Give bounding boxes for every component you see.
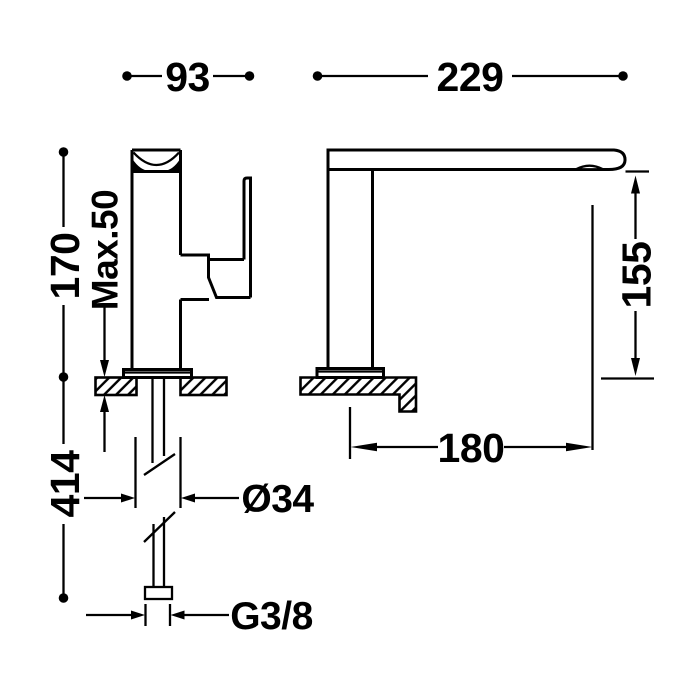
arrow-right: [131, 610, 145, 620]
side-spout-corner-left: [132, 159, 150, 171]
side-handle-lever: [242, 176, 252, 260]
arrow-left: [181, 493, 195, 503]
deck-hatch-left: [94, 376, 138, 397]
dim-dot: [312, 71, 323, 81]
side-deck-section: [94, 376, 228, 397]
arrow-left: [170, 610, 185, 620]
faucet-front-view: [299, 148, 627, 413]
dim-max-deck-thickness: Max.50: [84, 190, 125, 452]
dim-dot: [618, 71, 628, 81]
front-spout: [326, 148, 627, 172]
side-handle-grip-front: [207, 259, 251, 299]
dim-hose-length-414: 414: [42, 381, 88, 603]
dim-dot: [58, 593, 69, 603]
dim-label-170: 170: [42, 233, 88, 300]
break-mark-lower: [143, 511, 176, 543]
arrow-down: [631, 358, 640, 376]
dim-label-229: 229: [437, 54, 504, 100]
dim-label-diameter-34: Ø34: [241, 478, 314, 521]
dim-thread-g38: G3/8: [86, 595, 313, 638]
side-spout-curve: [132, 151, 180, 167]
supply-hose: [143, 377, 176, 601]
deck-hatch-right: [179, 376, 228, 397]
dim-front-width-229: 229: [312, 54, 628, 100]
dim-dot: [58, 372, 69, 382]
arrow-up: [631, 175, 640, 194]
extension-lines: [134, 437, 182, 508]
dim-dot: [122, 71, 132, 81]
dim-label-93: 93: [165, 54, 210, 100]
dim-side-depth-93: 93: [122, 54, 255, 100]
break-mark-upper: [143, 453, 176, 476]
dim-label-414: 414: [42, 450, 88, 518]
arrow-left: [350, 442, 377, 452]
hose-connector: [143, 585, 174, 601]
arrow-right: [121, 493, 135, 503]
dim-spout-height-155: 155: [601, 170, 659, 380]
dim-label-max50: Max.50: [84, 190, 125, 310]
arrow-down: [100, 360, 109, 377]
dim-base-diameter-34: Ø34: [84, 437, 315, 521]
dim-label-thread-g38: G3/8: [230, 595, 313, 638]
tick-lines: [144, 604, 172, 626]
side-spout-corner-right: [163, 159, 180, 171]
dim-dot: [244, 71, 255, 81]
front-base-plate: [315, 367, 385, 379]
dim-label-155: 155: [613, 242, 659, 309]
dim-dot: [58, 147, 69, 157]
arrow-up: [100, 395, 109, 412]
faucet-side-view: [94, 148, 252, 601]
front-deck-section: [299, 376, 418, 413]
dim-spout-reach-180: 180: [348, 205, 594, 471]
side-valve-housing-top: [180, 253, 244, 261]
aerator-outlet: [575, 164, 604, 171]
arrow-right: [566, 442, 593, 452]
dim-label-180: 180: [438, 425, 505, 471]
dim-body-height-170: 170: [42, 147, 88, 382]
